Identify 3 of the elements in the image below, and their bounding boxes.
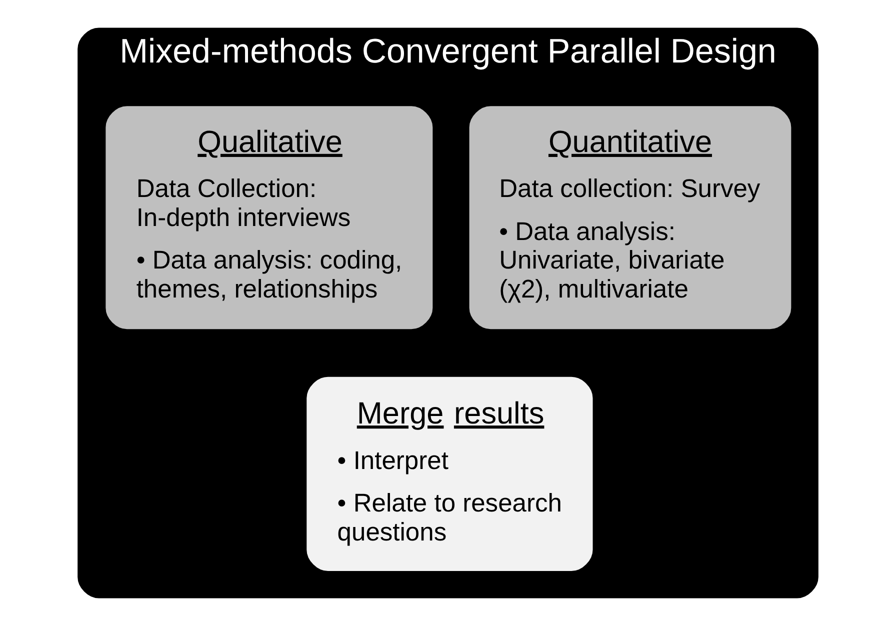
node-box: Quantitative Data collection: Survey • Data analysis: Univariate, bivariate (χ2), multivariate [469,106,792,330]
node-box: Qualitative Data Collection: In-depth interviews • Data analysis: coding, themes, relationships [106,106,433,330]
node-box: Merge results • Interpret • Relate to research questions [306,376,593,572]
